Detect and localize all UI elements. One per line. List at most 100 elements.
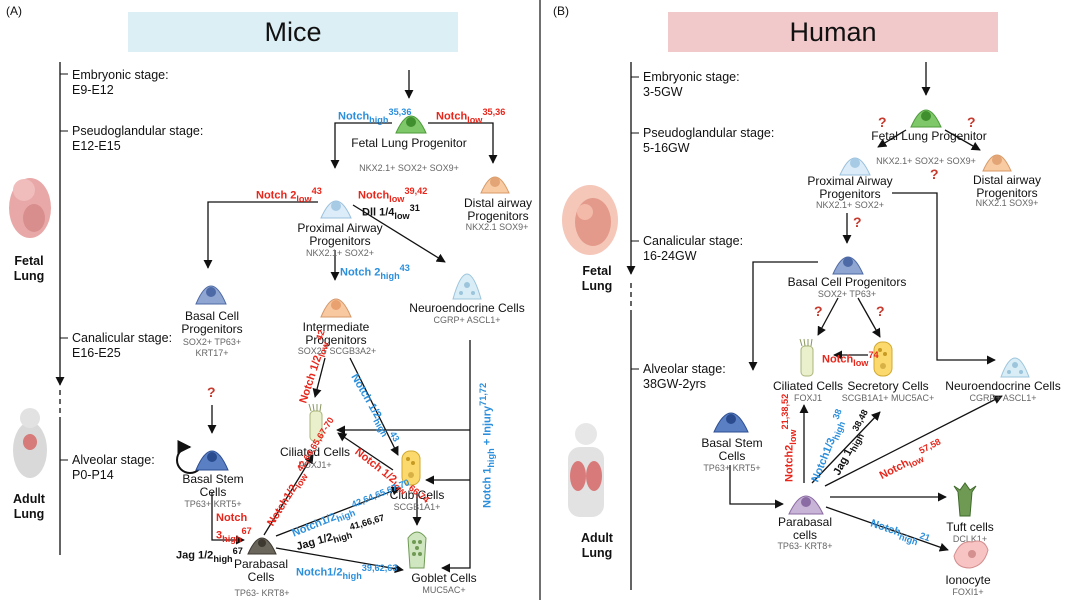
human-basal-progenitor-cell-icon	[832, 256, 864, 275]
human-stage-pseudoglandular: Pseudoglandular stage:5-16GW	[643, 126, 775, 155]
human-basal-stem-markers: TP63+ KRT5+	[703, 463, 761, 473]
mice-stage-alveolar: Alveolar stage:P0-P14	[72, 453, 155, 482]
mice-signal-notch1-high-injury: Notch 1high + Injury71,72	[478, 382, 496, 508]
human-signal-notch2-low: Notch2low21,38,52	[780, 393, 798, 482]
human-fetal-progenitor-name: Fetal Lung Progenitor	[871, 129, 987, 143]
mice-basal-stem-name: Basal Stem Cells	[182, 472, 244, 499]
mice-goblet-cell-icon	[407, 531, 427, 569]
mice-fetal-progenitor-name: Fetal Lung Progenitor	[351, 136, 467, 150]
human-ionocyte-name: Ionocyte	[945, 573, 991, 587]
human-ciliated-cell-icon	[799, 338, 814, 377]
mice-title-banner: Mice	[128, 12, 458, 52]
human-distal-markers: NKX2.1 SOX9+	[975, 198, 1039, 208]
mice-fetal-progenitor-cell-icon	[395, 115, 427, 134]
mice-parabasal-markers: TP63- KRT8+	[234, 588, 290, 598]
mice-ciliated-name: Ciliated Cells	[279, 445, 351, 459]
mice-goblet-name: Goblet Cells	[411, 571, 477, 585]
human-distal-name: Distal airway Progenitors	[972, 173, 1041, 200]
panel-letter-b: (B)	[553, 4, 569, 18]
human-fetal-progenitor-markers: NKX2.1+ SOX2+ SOX9+	[876, 156, 976, 166]
mice-club-cell-icon	[401, 450, 421, 486]
mice-basal-progenitor-markers: SOX2+ TP63+ KRT17+	[182, 337, 242, 358]
mice-signal-notch12-high-goblet: Notch1/2high39,62,63	[296, 563, 398, 581]
human-ciliated-name: Ciliated Cells	[772, 379, 844, 393]
mice-proximal-name: Proximal Airway Progenitors	[297, 221, 383, 248]
mice-signal-notch-high: Notchhigh35,36	[338, 107, 412, 125]
mice-basal-stem-cell-icon	[195, 450, 229, 471]
mice-proximal-markers: NKX2.1+ SOX2+	[305, 248, 375, 258]
mice-club-markers: SCGB1A1+	[393, 502, 441, 512]
mice-stage-embryonic: Embryonic stage:E9-E12	[72, 68, 169, 97]
human-adult-lung-label: Adult Lung	[581, 531, 613, 560]
mice-signal-dll: Dll 1/4low31	[362, 203, 420, 221]
mice-intermediate-markers: SOX2+ SCGB3A2+	[297, 346, 377, 356]
human-ciliated-markers: FOXJ1	[793, 393, 822, 403]
human-parabasal-cell-icon	[788, 495, 824, 515]
human-basal-progenitor-name: Basal Cell Progenitors	[787, 275, 907, 289]
mice-neuroendocrine-markers: CGRP+ ASCL1+	[433, 315, 501, 325]
human-question-mark-1: ?	[878, 114, 887, 130]
human-secretory-markers: SCGB1A1+ MUC5AC+	[841, 393, 935, 403]
mice-basal-progenitor-cell-icon	[195, 285, 227, 305]
mice-signal-notch-low-39: Notchlow39,42	[358, 186, 428, 204]
mice-distal-name: Distal airway Progenitors	[463, 196, 532, 223]
mice-signal-notch-low: Notchlow35,36	[436, 107, 506, 125]
human-basal-stem-name: Basal Stem Cells	[701, 436, 763, 463]
human-adult-image	[568, 423, 604, 517]
mice-signal-jag12-high-67: Jag 1/2high67	[176, 546, 243, 564]
human-signal-notch-low-74: Notchlow74	[822, 350, 879, 368]
mice-fetal-lung-label: Fetal Lung	[13, 254, 45, 283]
mice-fetal-progenitor-markers: NKX2.1+ SOX2+ SOX9+	[359, 163, 459, 173]
mice-neuroendocrine-cell-icon	[452, 273, 482, 300]
mice-distal-cell-icon	[480, 176, 510, 194]
human-fetal-lung-label: Fetal Lung	[581, 264, 613, 293]
human-question-mark-3: ?	[930, 166, 939, 182]
mice-basal-progenitor-name: Basal Cell Progenitors	[181, 309, 243, 336]
human-proximal-markers: NKX2.1+ SOX2+	[815, 200, 885, 210]
human-neuroendocrine-cell-icon	[1000, 357, 1030, 378]
human-tuft-markers: DCLK1+	[952, 534, 988, 544]
human-ionocyte-cell-icon	[953, 540, 989, 569]
human-ionocyte-markers: FOXI1+	[952, 587, 984, 597]
panel-letter-a: (A)	[6, 4, 22, 18]
human-neuroendocrine-name: Neuroendocrine Cells	[945, 379, 1061, 393]
human-basal-stem-cell-icon	[713, 412, 749, 433]
human-parabasal-name: Parabasal cells	[777, 515, 833, 542]
human-fetus-image	[562, 185, 618, 255]
mice-neuroendocrine-name: Neuroendocrine Cells	[409, 301, 525, 315]
human-question-mark-4: ?	[853, 214, 862, 230]
mice-intermediate-cell-icon	[320, 298, 352, 318]
human-parabasal-markers: TP63- KRT8+	[777, 541, 833, 551]
human-question-mark-2: ?	[967, 114, 976, 130]
human-fetal-progenitor-cell-icon	[910, 109, 942, 128]
human-stage-canalicular: Canalicular stage:16-24GW	[643, 234, 744, 263]
mice-basal-stem-markers: TP63+ KRT5+	[184, 499, 242, 509]
mice-ciliated-cell-icon	[308, 403, 323, 442]
human-secretory-name: Secretory Cells	[847, 379, 929, 393]
mice-parabasal-name: Parabasal Cells	[233, 557, 289, 584]
mice-parabasal-cell-icon	[247, 537, 277, 555]
mice-proximal-cell-icon	[320, 200, 352, 219]
human-question-mark-5: ?	[814, 303, 823, 319]
human-proximal-cell-icon	[839, 157, 871, 176]
mice-ciliated-markers: FOXJ1+	[298, 460, 332, 470]
human-neuroendocrine-markers: CGRP+ ASCL1+	[969, 393, 1037, 403]
human-tuft-cell-icon	[953, 482, 977, 517]
human-stage-embryonic: Embryonic stage:3-5GW	[643, 70, 740, 99]
mice-signal-notch2-low: Notch 2low43	[256, 186, 322, 204]
human-secretory-cell-icon	[873, 341, 893, 377]
human-stage-alveolar: Alveolar stage:38GW-2yrs	[643, 362, 726, 391]
mice-club-name: Club Cells	[389, 488, 445, 502]
human-title-banner: Human	[668, 12, 998, 52]
mice-signal-notch2-high: Notch 2high43	[340, 263, 410, 281]
mice-intermediate-name: Intermediate Progenitors	[302, 320, 370, 347]
human-distal-cell-icon	[982, 154, 1012, 172]
human-tuft-name: Tuft cells	[946, 520, 994, 534]
human-question-mark-6: ?	[876, 303, 885, 319]
mice-goblet-markers: MUC5AC+	[422, 585, 466, 595]
mice-adult-lung-label: Adult Lung	[13, 492, 45, 521]
mouse-embryo-image	[9, 178, 51, 238]
mice-distal-markers: NKX2.1 SOX9+	[465, 222, 529, 232]
mice-signal-notch3-high: Notch 3high67	[216, 512, 252, 544]
